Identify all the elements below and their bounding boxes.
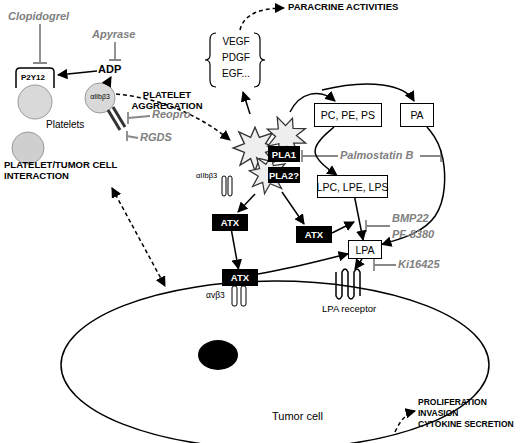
left-brace bbox=[205, 33, 216, 87]
inhibitor-label: Palmostatin B bbox=[340, 149, 413, 162]
inhibitor-label: Reopro bbox=[152, 108, 191, 121]
platelet bbox=[18, 85, 52, 119]
receptor-symbol bbox=[16, 68, 54, 88]
integrin-label: αIIbβ3 bbox=[196, 172, 217, 181]
connector-arrow bbox=[258, 254, 348, 274]
factor-label: PDGF bbox=[216, 52, 256, 64]
receptor-label: P2Y12 bbox=[21, 73, 45, 82]
inhibitor-line bbox=[127, 131, 138, 141]
node-text: ATX bbox=[305, 229, 323, 240]
lipid-box: LPC, LPE, LPS bbox=[317, 175, 388, 198]
node-text: PC, PE, PS bbox=[321, 109, 375, 121]
inhibitor-line bbox=[420, 150, 441, 162]
platelet bbox=[85, 83, 115, 113]
connector-arrow bbox=[315, 127, 337, 175]
adp-arrow bbox=[107, 77, 111, 84]
enzyme-box: ATX bbox=[222, 269, 258, 286]
cell-membrane bbox=[61, 281, 489, 443]
outcome-label: PARACRINE ACTIVITIES bbox=[288, 2, 398, 13]
node-text: LPC, LPE, LPS bbox=[317, 181, 389, 193]
inhibitor-label: Clopidogrel bbox=[8, 10, 69, 23]
integrin-rod bbox=[228, 176, 232, 196]
dashed-arrow bbox=[112, 188, 165, 286]
node-text: LPA bbox=[355, 244, 374, 256]
inhibitor-label: RGDS bbox=[140, 131, 172, 144]
molecule-label: ADP bbox=[98, 63, 121, 76]
connector-arrow bbox=[382, 127, 445, 244]
enzyme-box: PLA1 bbox=[268, 146, 300, 162]
process-label: PLATELET/TUMOR CELL INTERACTION bbox=[4, 160, 134, 182]
node-text: PLA1 bbox=[272, 149, 296, 160]
cell-label: Platelets bbox=[46, 119, 84, 131]
adp-arrow bbox=[58, 71, 97, 75]
enzyme-box: PLA2? bbox=[268, 167, 300, 183]
node-text: ATX bbox=[221, 217, 239, 228]
inhibitor-label: PF-8380 bbox=[392, 228, 434, 241]
inhibitor-line bbox=[33, 24, 47, 63]
right-brace bbox=[254, 33, 265, 87]
release-arrow bbox=[243, 92, 250, 114]
integrin-label: αIIbβ3 bbox=[86, 93, 114, 101]
node-text: ATX bbox=[231, 272, 249, 283]
outcome-label: CYTOKINE SECRETION bbox=[418, 420, 514, 430]
outcome-label: INVASION bbox=[418, 409, 458, 419]
factor-label: VEGF bbox=[216, 36, 256, 48]
atx-arrow bbox=[332, 222, 354, 233]
platelet-aggregate bbox=[260, 111, 312, 162]
lpa-arrow bbox=[355, 259, 362, 269]
inhibitor-label: BMP22 bbox=[392, 212, 429, 225]
enzyme-box: ATX bbox=[296, 226, 332, 243]
outcome-label: PROLIFERATION bbox=[418, 398, 487, 408]
lipid-box: PA bbox=[400, 103, 434, 127]
tumor-cell: Tumor cell bbox=[60, 280, 490, 443]
inhibitor-line bbox=[302, 150, 338, 162]
integrin-label: αvβ3 bbox=[206, 291, 225, 301]
inhibitor-line bbox=[109, 42, 121, 60]
inhibitor-line bbox=[128, 112, 150, 124]
node-text: PA bbox=[410, 109, 423, 121]
inhibitor-label: Apyrase bbox=[92, 28, 135, 41]
node-text: PLA2? bbox=[269, 170, 299, 181]
inhibitor-line bbox=[374, 259, 396, 271]
enzyme-box: ATX bbox=[212, 214, 248, 231]
receptor-label: LPA receptor bbox=[322, 304, 376, 315]
inhibitor-label: Ki16425 bbox=[398, 258, 440, 271]
lipid-box: PC, PE, PS bbox=[314, 103, 382, 127]
dashed-arrow bbox=[240, 8, 284, 30]
release-arrow bbox=[282, 192, 304, 224]
integrin-rod bbox=[222, 176, 226, 196]
inhibitor-line bbox=[366, 220, 390, 232]
factor-label: EGF... bbox=[216, 68, 256, 80]
release-arrow bbox=[238, 194, 255, 212]
node-text: Tumor cell bbox=[272, 410, 323, 422]
integrin-rod bbox=[108, 107, 125, 130]
lipid-box: LPA bbox=[348, 240, 382, 259]
connector-arrow bbox=[355, 198, 363, 240]
connector-arrow bbox=[232, 231, 239, 269]
release-arrow bbox=[322, 84, 414, 101]
